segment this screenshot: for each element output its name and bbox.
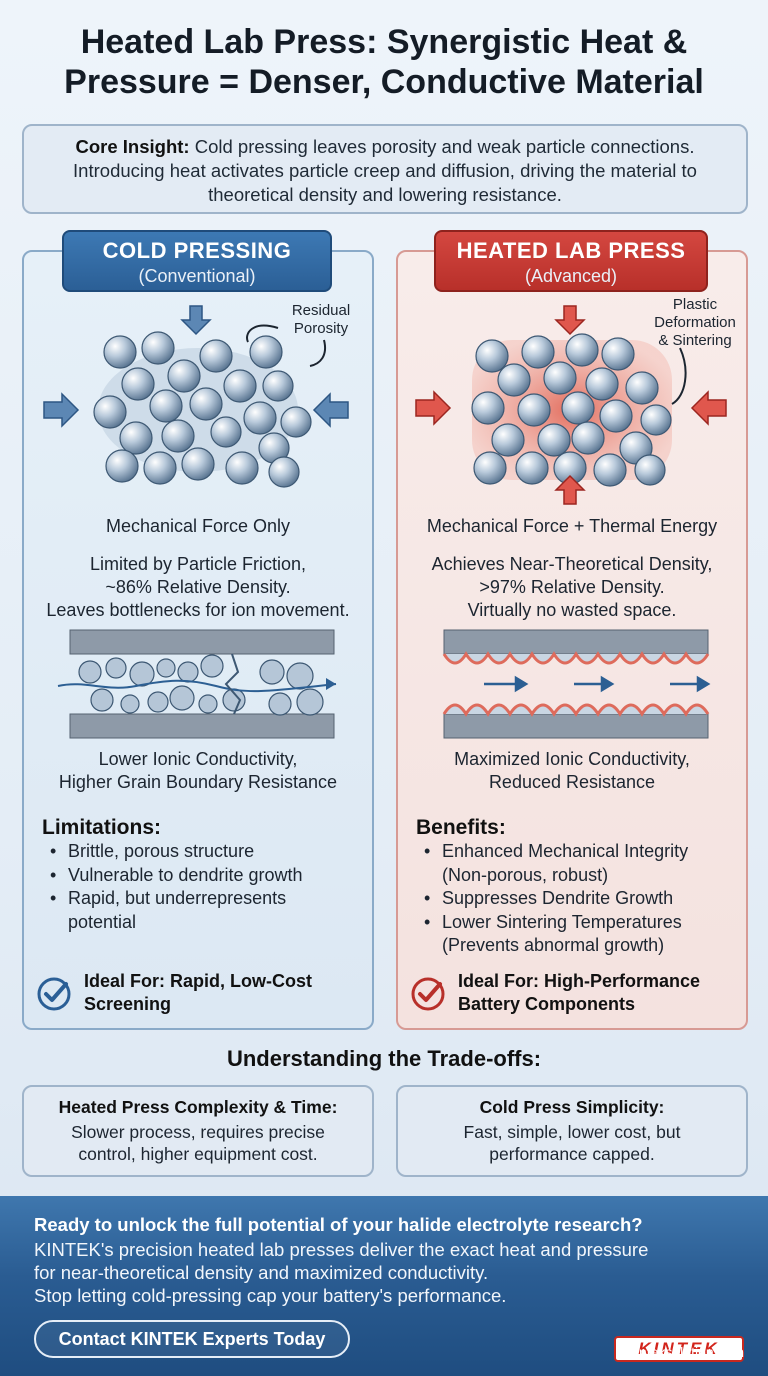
- hot-sintering-pointer: [671, 347, 687, 405]
- title-line-2: Pressure = Denser, Conductive Material: [64, 63, 704, 101]
- hot-ideal-for: Ideal For: High-Performance Battery Comp…: [458, 970, 738, 1016]
- hot-channel-diagram: [442, 629, 711, 739]
- tradeoff-heated-head: Heated Press Complexity & Time:: [58, 1097, 338, 1117]
- limitations-list: •Brittle, porous structure •Vulnerable t…: [42, 840, 362, 934]
- benefits-heading: Benefits:: [416, 816, 506, 839]
- insight-lead: Core Insight:: [75, 136, 190, 157]
- list-item: •Rapid, but underrepresents: [42, 887, 362, 911]
- insight-text: Cold pressing leaves porosity and weak p…: [73, 136, 697, 205]
- check-circle-icon: [37, 977, 71, 1011]
- cold-desc-line-1: Limited by Particle Friction,: [89, 554, 307, 574]
- hot-conduct-line-2: Reduced Resistance: [488, 772, 656, 792]
- core-insight-box: Core Insight: Cold pressing leaves poros…: [22, 124, 748, 214]
- tradeoff-cold-box: Cold Press Simplicity: Fast, simple, low…: [396, 1085, 748, 1177]
- cold-spheres: [93, 331, 312, 488]
- cold-conductivity: Lower Ionic Conductivity, Higher Grain B…: [22, 748, 374, 794]
- bullet-icon: •: [424, 888, 431, 908]
- list-item-continued: (Prevents abnormal growth): [442, 935, 665, 955]
- cold-anno-line-2: Porosity: [293, 320, 349, 337]
- list-item: •Lower Sintering Temperatures: [416, 911, 736, 935]
- cold-channel-diagram: [57, 629, 337, 739]
- footer-line-1: KINTEK's precision heated lab presses de…: [34, 1239, 649, 1260]
- hot-conductivity: Maximized Ionic Conductivity, Reduced Re…: [396, 748, 748, 794]
- list-item-continued: potential: [68, 911, 137, 932]
- hot-desc-line-1: Achieves Near-Theoretical Density,: [431, 554, 713, 574]
- cold-tag-subtitle: (Conventional): [138, 266, 256, 286]
- tradeoff-cold-head: Cold Press Simplicity:: [479, 1097, 665, 1117]
- list-item: •Brittle, porous structure: [42, 840, 362, 864]
- title-line-1: Heated Lab Press: Synergistic Heat &: [80, 23, 688, 61]
- cold-conduct-line-2: Higher Grain Boundary Resistance: [58, 772, 338, 792]
- cold-ideal-line-2: Screening: [84, 994, 172, 1014]
- cold-porosity-pointer-2: [309, 339, 326, 367]
- hot-tag-title: HEATED LAB PRESS: [456, 238, 686, 263]
- footer-line-2: for near-theoretical density and maximiz…: [34, 1262, 489, 1283]
- cold-particles-illustration: [43, 305, 349, 488]
- cold-tag-title: COLD PRESSING: [102, 238, 292, 263]
- hot-conduct-line-1: Maximized Ionic Conductivity,: [454, 749, 690, 769]
- bullet-icon: •: [50, 841, 57, 861]
- list-item: •Suppresses Dendrite Growth: [416, 887, 736, 911]
- cold-annotation: Residual Porosity: [276, 302, 366, 338]
- hot-anno-line-3: & Sintering: [658, 332, 732, 349]
- hot-ideal-line-1: Ideal For: High-Performance: [458, 971, 701, 991]
- cold-desc-line-2: ~86% Relative Density.: [105, 577, 291, 597]
- list-item-continued: (Non-porous, robust): [442, 864, 609, 885]
- cold-ideal-for: Ideal For: Rapid, Low-Cost Screening: [84, 970, 354, 1016]
- cold-pressing-tag: COLD PRESSING (Conventional): [62, 230, 332, 292]
- contact-experts-button[interactable]: Contact KINTEK Experts Today: [34, 1320, 350, 1358]
- cold-force-arrows: [43, 305, 349, 428]
- cold-description: Limited by Particle Friction, ~86% Relat…: [22, 553, 374, 622]
- check-circle-icon: [411, 977, 445, 1011]
- tradeoff-cold-body-1: Fast, simple, lower cost, but: [463, 1122, 681, 1142]
- website-link[interactable]: kinteksolution.com: [628, 1344, 744, 1360]
- cold-ideal-line-1: Ideal For: Rapid, Low-Cost: [84, 971, 312, 991]
- bullet-icon: •: [50, 864, 57, 885]
- benefits-list: •Enhanced Mechanical Integrity (Non-poro…: [416, 840, 736, 958]
- hot-particles-illustration: [415, 305, 727, 505]
- tradeoff-heated-body-1: Slower process, requires precise: [71, 1122, 325, 1142]
- cold-desc-line-3: Leaves bottlenecks for ion movement.: [46, 600, 350, 620]
- hot-desc-line-3: Virtually no wasted space.: [467, 600, 677, 620]
- hot-anno-line-1: Plastic: [672, 296, 718, 313]
- cold-porosity-pointer: [246, 324, 279, 343]
- page-title: Heated Lab Press: Synergistic Heat & Pre…: [0, 22, 768, 102]
- list-item: •Vulnerable to dendrite growth: [42, 864, 362, 888]
- bullet-icon: •: [424, 911, 431, 932]
- hot-tag-subtitle: (Advanced): [524, 266, 618, 286]
- hot-desc-line-2: >97% Relative Density.: [479, 577, 665, 597]
- hot-spheres: [471, 333, 672, 487]
- kintek-logo: KINTEK: [614, 1336, 744, 1362]
- footer-body: KINTEK's precision heated lab presses de…: [34, 1238, 754, 1307]
- tradeoff-heated-body-2: control, higher equipment cost.: [78, 1144, 318, 1164]
- tradeoff-cold-body-2: performance capped.: [489, 1144, 655, 1164]
- cold-conduct-line-1: Lower Ionic Conductivity,: [98, 749, 298, 769]
- cold-force-label: Mechanical Force Only: [105, 516, 291, 536]
- tradeoff-heated-box: Heated Press Complexity & Time: Slower p…: [22, 1085, 374, 1177]
- footer-line-3: Stop letting cold-pressing cap your batt…: [34, 1285, 507, 1306]
- footer-question: Ready to unlock the full potential of yo…: [34, 1214, 643, 1235]
- limitations-heading: Limitations:: [42, 816, 161, 839]
- hot-force-label: Mechanical Force + Thermal Energy: [426, 516, 718, 536]
- bullet-icon: •: [50, 888, 57, 908]
- heated-press-tag: HEATED LAB PRESS (Advanced): [434, 230, 708, 292]
- hot-force-arrows: [415, 305, 727, 505]
- tradeoffs-title: Understanding the Trade-offs:: [226, 1046, 542, 1071]
- hot-anno-line-2: Deformation: [654, 314, 736, 331]
- hot-ideal-line-2: Battery Components: [458, 994, 636, 1014]
- hot-annotation: Plastic Deformation & Sintering: [640, 296, 750, 350]
- bullet-icon: •: [424, 841, 431, 861]
- list-item: •Enhanced Mechanical Integrity: [416, 840, 736, 864]
- cold-anno-line-1: Residual: [291, 302, 351, 319]
- hot-description: Achieves Near-Theoretical Density, >97% …: [396, 553, 748, 622]
